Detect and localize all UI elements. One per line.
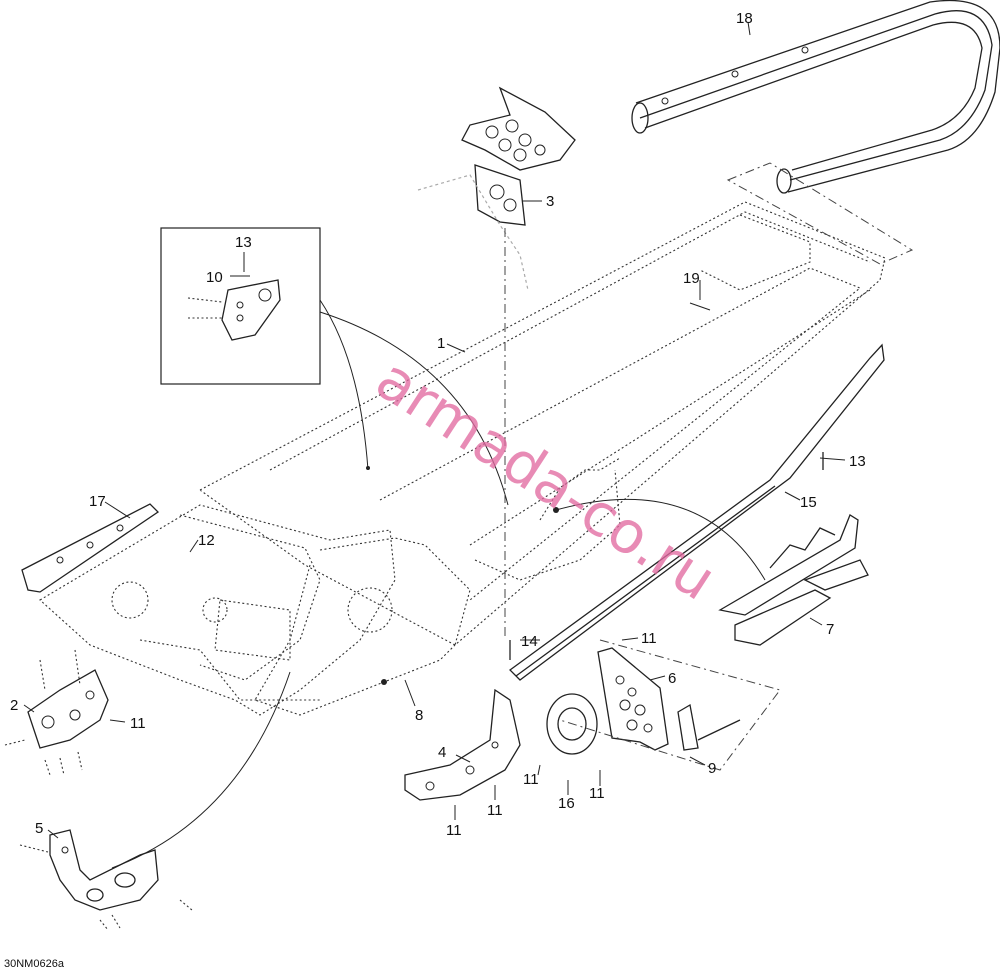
callout-4: 4 <box>438 744 446 761</box>
side-bracket-part-2 <box>4 649 109 776</box>
rear-bumper-part-18 <box>631 0 1000 194</box>
callout-3: 3 <box>546 193 554 210</box>
callout-11d: 11 <box>487 802 503 819</box>
callout-11f: 11 <box>589 785 605 802</box>
plate-part-6 <box>546 647 741 766</box>
callout-7: 7 <box>826 621 834 638</box>
callout-11e: 11 <box>446 822 462 839</box>
bumper-mounting-outline <box>726 162 914 265</box>
callout-11c: 11 <box>523 771 539 788</box>
figure-code: 30NM0626a <box>4 958 65 970</box>
rail-part-15 <box>509 343 885 681</box>
callout-5: 5 <box>35 820 43 837</box>
front-frame-part-8 <box>39 504 471 716</box>
callout-13a: 13 <box>235 234 252 251</box>
lower-bracket-part-5 <box>19 829 193 931</box>
callout-2: 2 <box>10 697 18 714</box>
flap-callout-arrow <box>555 498 766 581</box>
rear-bracket-part-3 <box>417 86 576 291</box>
plate-mounting-outline <box>559 639 781 771</box>
callout-14: 14 <box>521 633 538 650</box>
callout-16: 16 <box>558 795 575 812</box>
callout-1: 1 <box>437 335 445 352</box>
leader-lines <box>404 21 751 707</box>
inset-arrow-right <box>319 311 509 506</box>
callout-10: 10 <box>206 269 223 286</box>
callout-labels: 1 2 3 4 5 6 7 8 9 10 11 11 11 11 11 11 1… <box>10 10 866 839</box>
inset-detail-box <box>160 227 321 385</box>
lower-bracket-arrow <box>111 671 291 869</box>
callout-15: 15 <box>800 494 817 511</box>
fastener-symbols <box>109 280 846 820</box>
callout-8: 8 <box>415 707 423 724</box>
callout-9: 9 <box>708 760 716 777</box>
flap-part-7 <box>718 514 869 646</box>
callout-18: 18 <box>736 10 753 27</box>
callout-11a: 11 <box>130 715 146 732</box>
callout-19: 19 <box>683 270 700 287</box>
side-bracket-part-4 <box>404 688 521 801</box>
callout-17: 17 <box>89 493 106 510</box>
callout-6: 6 <box>668 670 676 687</box>
front-bracket-part-17 <box>21 501 160 593</box>
watermark: armada-co.ru <box>364 345 727 614</box>
callout-12: 12 <box>198 532 215 549</box>
inset-arrow-left <box>319 299 369 471</box>
callout-11b: 11 <box>641 630 657 647</box>
callout-13b: 13 <box>849 453 866 470</box>
